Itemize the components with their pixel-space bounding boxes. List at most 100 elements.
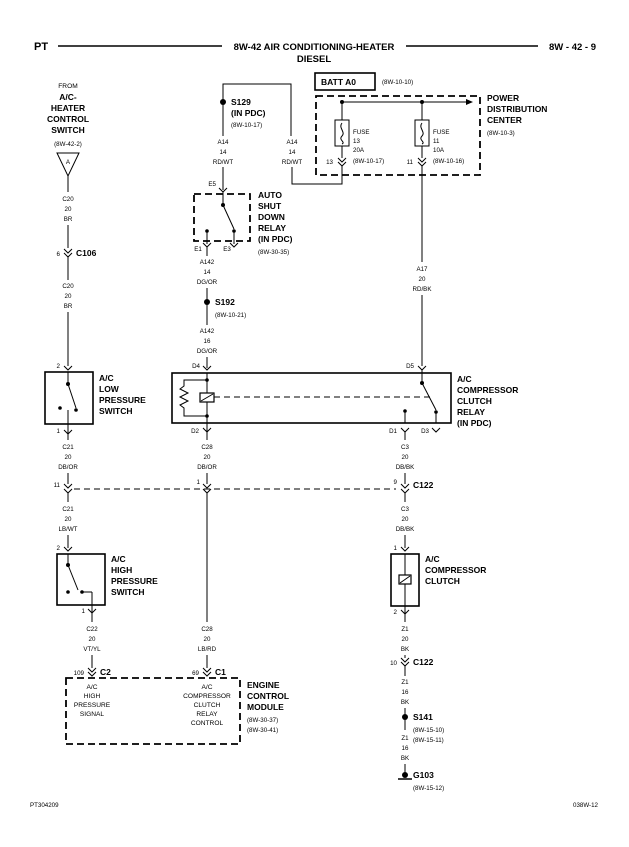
svg-text:2: 2 <box>57 545 61 552</box>
svg-text:MODULE: MODULE <box>247 702 284 712</box>
svg-text:(8W-15-12): (8W-15-12) <box>413 785 444 792</box>
svg-text:20: 20 <box>402 516 409 523</box>
svg-text:DB/BK: DB/BK <box>396 526 415 533</box>
connector-c2-symbol <box>87 667 97 677</box>
svg-text:D3: D3 <box>421 428 429 435</box>
svg-text:BR: BR <box>64 216 73 223</box>
svg-text:RD/WT: RD/WT <box>213 159 233 166</box>
svg-text:CONTROL: CONTROL <box>191 720 224 727</box>
svg-text:DOWN: DOWN <box>258 212 285 222</box>
footer-right: 038W-12 <box>573 802 599 809</box>
svg-text:AUTO: AUTO <box>258 190 282 200</box>
splice-s192: S192 <box>215 297 235 307</box>
svg-text:CONTROL: CONTROL <box>247 691 289 701</box>
svg-text:(8W-15-10): (8W-15-10) <box>413 727 444 734</box>
wire-a14-to-fuse13 <box>291 167 343 185</box>
svg-text:20: 20 <box>402 636 409 643</box>
header-right: 8W - 42 - 9 <box>549 42 596 53</box>
svg-text:(IN PDC): (IN PDC) <box>258 234 293 244</box>
svg-text:A142: A142 <box>200 259 215 266</box>
source-from: FROM <box>58 83 77 90</box>
fuse-11 <box>414 119 430 147</box>
svg-text:ENGINE: ENGINE <box>247 680 280 690</box>
svg-text:POWER: POWER <box>487 93 519 103</box>
svg-text:(8W-10-3): (8W-10-3) <box>487 130 515 137</box>
svg-text:RD/WT: RD/WT <box>282 159 302 166</box>
fuse-13 <box>334 119 350 147</box>
svg-text:69: 69 <box>192 670 199 677</box>
svg-text:C3: C3 <box>401 444 409 451</box>
svg-text:20: 20 <box>402 454 409 461</box>
svg-text:10: 10 <box>390 660 397 667</box>
ecm-box <box>65 677 241 745</box>
connector-c106-symbol <box>63 248 73 258</box>
svg-text:2: 2 <box>394 609 398 616</box>
connector-c122-lower: C122 <box>413 657 434 667</box>
source-name-2: HEATER <box>51 103 85 113</box>
svg-text:COMPRESSOR: COMPRESSOR <box>183 693 231 700</box>
svg-text:LB/RD: LB/RD <box>198 646 217 653</box>
svg-text:FUSE: FUSE <box>433 129 450 136</box>
svg-text:HIGH: HIGH <box>84 693 101 700</box>
svg-text:DB/OR: DB/OR <box>58 464 78 471</box>
svg-text:16: 16 <box>204 338 211 345</box>
svg-text:A/C: A/C <box>202 684 213 691</box>
clutch-relay-resistor <box>178 379 207 417</box>
source-connector-letter: A <box>66 159 71 166</box>
svg-text:C21: C21 <box>62 506 74 513</box>
svg-text:PRESSURE: PRESSURE <box>74 702 111 709</box>
svg-text:D5: D5 <box>406 363 414 370</box>
header-title: 8W-42 AIR CONDITIONING-HEATER <box>234 42 395 53</box>
svg-text:(8W-10-17): (8W-10-17) <box>353 158 384 165</box>
source-connector-triangle <box>56 152 80 178</box>
svg-text:PRESSURE: PRESSURE <box>99 395 146 405</box>
svg-text:VT/YL: VT/YL <box>83 646 101 653</box>
svg-text:6: 6 <box>57 251 61 258</box>
svg-text:(8W-30-41): (8W-30-41) <box>247 727 278 734</box>
ground-g103-dot <box>402 772 408 778</box>
svg-text:COMPRESSOR: COMPRESSOR <box>425 565 486 575</box>
svg-text:C28: C28 <box>201 626 213 633</box>
asd-relay-box <box>193 193 251 242</box>
svg-text:20A: 20A <box>353 147 365 154</box>
ground-g103: G103 <box>413 770 434 780</box>
svg-text:(8W-15-11): (8W-15-11) <box>413 737 444 744</box>
svg-text:E5: E5 <box>208 181 216 188</box>
svg-text:DISTRIBUTION: DISTRIBUTION <box>487 104 547 114</box>
splice-s129: S129 <box>231 97 251 107</box>
svg-text:13: 13 <box>326 159 333 166</box>
connector-c122-lower-symbol <box>400 657 410 667</box>
svg-text:A17: A17 <box>416 266 428 273</box>
svg-text:14: 14 <box>289 149 296 156</box>
connector-c106: C106 <box>76 248 97 258</box>
svg-text:20: 20 <box>65 516 72 523</box>
clutch-relay-box <box>171 372 452 424</box>
svg-text:SWITCH: SWITCH <box>99 406 133 416</box>
svg-text:16: 16 <box>402 689 409 696</box>
svg-text:20: 20 <box>204 636 211 643</box>
svg-text:PRESSURE: PRESSURE <box>111 576 158 586</box>
svg-text:A/C: A/C <box>111 554 126 564</box>
svg-text:(8W-10-10): (8W-10-10) <box>382 79 413 86</box>
svg-text:C20: C20 <box>62 283 74 290</box>
svg-text:A/C: A/C <box>99 373 114 383</box>
svg-text:C3: C3 <box>401 506 409 513</box>
connector-c1-symbol <box>202 667 212 677</box>
svg-text:A/C: A/C <box>425 554 440 564</box>
svg-text:Z1: Z1 <box>401 626 409 633</box>
svg-text:(8W-10-16): (8W-10-16) <box>433 158 464 165</box>
svg-text:20: 20 <box>419 276 426 283</box>
svg-text:RELAY: RELAY <box>196 711 218 718</box>
source-name-3: CONTROL <box>47 114 89 124</box>
svg-text:109: 109 <box>74 670 85 677</box>
svg-text:C20: C20 <box>62 196 74 203</box>
svg-text:(8W-10-21): (8W-10-21) <box>215 312 246 319</box>
high-pressure-switch-contact <box>67 564 79 591</box>
svg-text:(8W-30-35): (8W-30-35) <box>258 249 289 256</box>
svg-text:20: 20 <box>65 454 72 461</box>
pdc-box <box>315 95 481 176</box>
svg-text:C22: C22 <box>86 626 98 633</box>
svg-text:A/C: A/C <box>87 684 98 691</box>
svg-text:1: 1 <box>57 428 61 435</box>
